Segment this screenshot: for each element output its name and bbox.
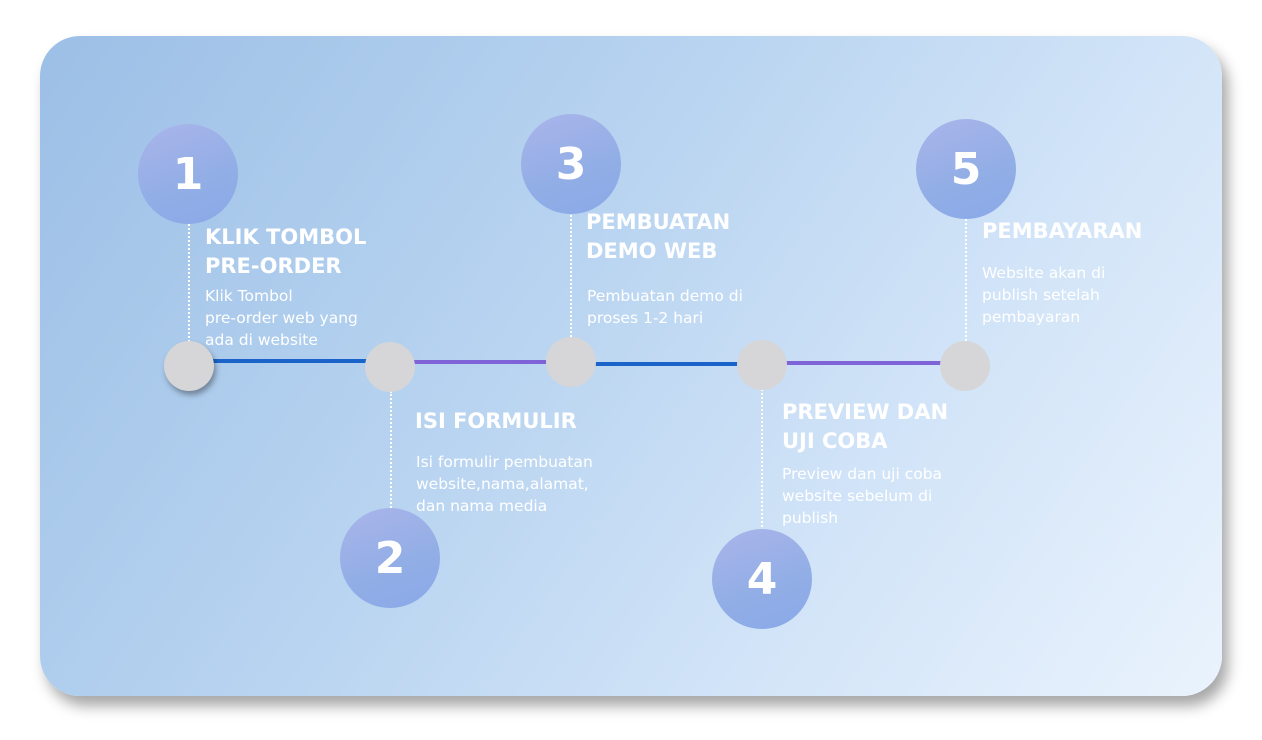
- step-title-2: ISI FORMULIR: [415, 409, 577, 433]
- connector-line-5: [965, 216, 967, 344]
- step-description-5: Website akan di publish setelah pembayar…: [982, 264, 1106, 326]
- connector-line-1: [188, 220, 190, 342]
- timeline-segment-3-4: [571, 362, 762, 366]
- timeline-segment-4-5: [762, 361, 965, 365]
- step-number-badge-1: 1: [138, 124, 238, 224]
- connector-line-2: [390, 391, 392, 511]
- connector-line-4: [761, 389, 763, 531]
- timeline-dot-2: [365, 342, 415, 392]
- step-number-badge-5: 5: [916, 119, 1016, 219]
- step-title-4: PREVIEW DAN UJI COBA: [782, 400, 949, 453]
- step-description-2: Isi formulir pembuatan website,nama,alam…: [416, 453, 593, 515]
- timeline-segment-2-3: [390, 360, 571, 364]
- step-description-4: Preview dan uji coba website sebelum di …: [782, 465, 943, 527]
- timeline-dot-3: [546, 337, 596, 387]
- timeline-dot-4: [737, 340, 787, 390]
- step-number-badge-3: 3: [521, 114, 621, 214]
- step-title-5: PEMBAYARAN: [982, 219, 1143, 243]
- step-title-1: KLIK TOMBOL PRE-ORDER: [205, 225, 367, 278]
- timeline-dot-1: [164, 341, 214, 391]
- step-description-1: Klik Tombol pre-order web yang ada di we…: [205, 287, 358, 349]
- timeline-segment-1-2: [190, 359, 390, 363]
- connector-line-3: [570, 212, 572, 340]
- step-number-badge-4: 4: [712, 529, 812, 629]
- timeline-card: 1 2 3 4 5 KLIK TOMBOL PRE-ORDER Klik Tom…: [40, 36, 1222, 696]
- step-description-3: Pembuatan demo di proses 1-2 hari: [587, 287, 743, 327]
- step-number-badge-2: 2: [340, 508, 440, 608]
- step-title-3: PEMBUATAN DEMO WEB: [586, 210, 731, 263]
- timeline-dot-5: [940, 341, 990, 391]
